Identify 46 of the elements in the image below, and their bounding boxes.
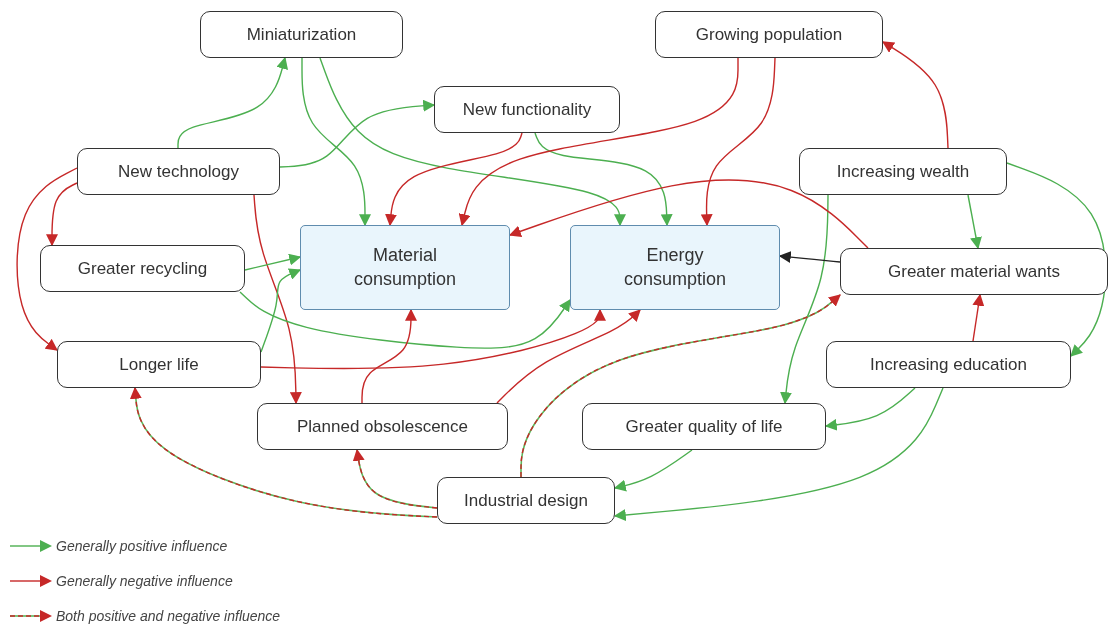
arrow <box>385 132 523 227</box>
rounded-box: Growing population <box>655 11 883 58</box>
rounded-box: Planned obsolescence <box>257 403 508 450</box>
arrow <box>613 449 693 492</box>
rounded-box: Miniaturization <box>200 11 403 58</box>
arrow <box>972 293 985 342</box>
arrow <box>534 132 673 227</box>
arrow <box>508 179 869 249</box>
legend-text: Generally positive influence <box>56 537 228 556</box>
arrow <box>301 57 371 227</box>
arrow <box>253 194 302 405</box>
rounded-box: New technology <box>77 148 280 195</box>
rounded-box: Industrial design <box>437 477 615 524</box>
arrow <box>496 309 641 404</box>
rounded-box: Greater recycling <box>40 245 245 292</box>
arrow <box>361 308 417 404</box>
arrow <box>319 57 626 227</box>
arrow <box>177 56 289 149</box>
arrow <box>260 308 606 370</box>
arrow <box>260 268 302 353</box>
legend-text: Both positive and negative influence <box>56 607 281 626</box>
arrow <box>458 57 739 227</box>
arrow <box>778 251 841 264</box>
arrow <box>46 182 78 247</box>
arrow <box>780 194 829 405</box>
rounded-box: Increasing wealth <box>799 148 1007 195</box>
arrow <box>613 387 944 521</box>
highlighted-box: Material consumption <box>300 225 510 310</box>
arrow <box>882 41 949 149</box>
dashed-arrow <box>129 386 438 518</box>
arrow <box>239 291 571 349</box>
rounded-box: Longer life <box>57 341 261 388</box>
arrow <box>244 253 302 271</box>
rounded-box: New functionality <box>434 86 620 133</box>
highlighted-box: Energy consumption <box>570 225 780 310</box>
rounded-box: Greater quality of life <box>582 403 826 450</box>
arrow <box>824 387 916 431</box>
rounded-box: Greater material wants <box>840 248 1108 295</box>
arrow <box>967 194 982 250</box>
rounded-box: Increasing education <box>826 341 1071 388</box>
arrow <box>700 57 776 227</box>
dashed-arrow <box>520 294 841 478</box>
arrow <box>16 167 78 351</box>
dashed-arrow <box>352 448 438 509</box>
legend-text: Generally negative influence <box>56 572 233 591</box>
arrow <box>279 99 436 168</box>
